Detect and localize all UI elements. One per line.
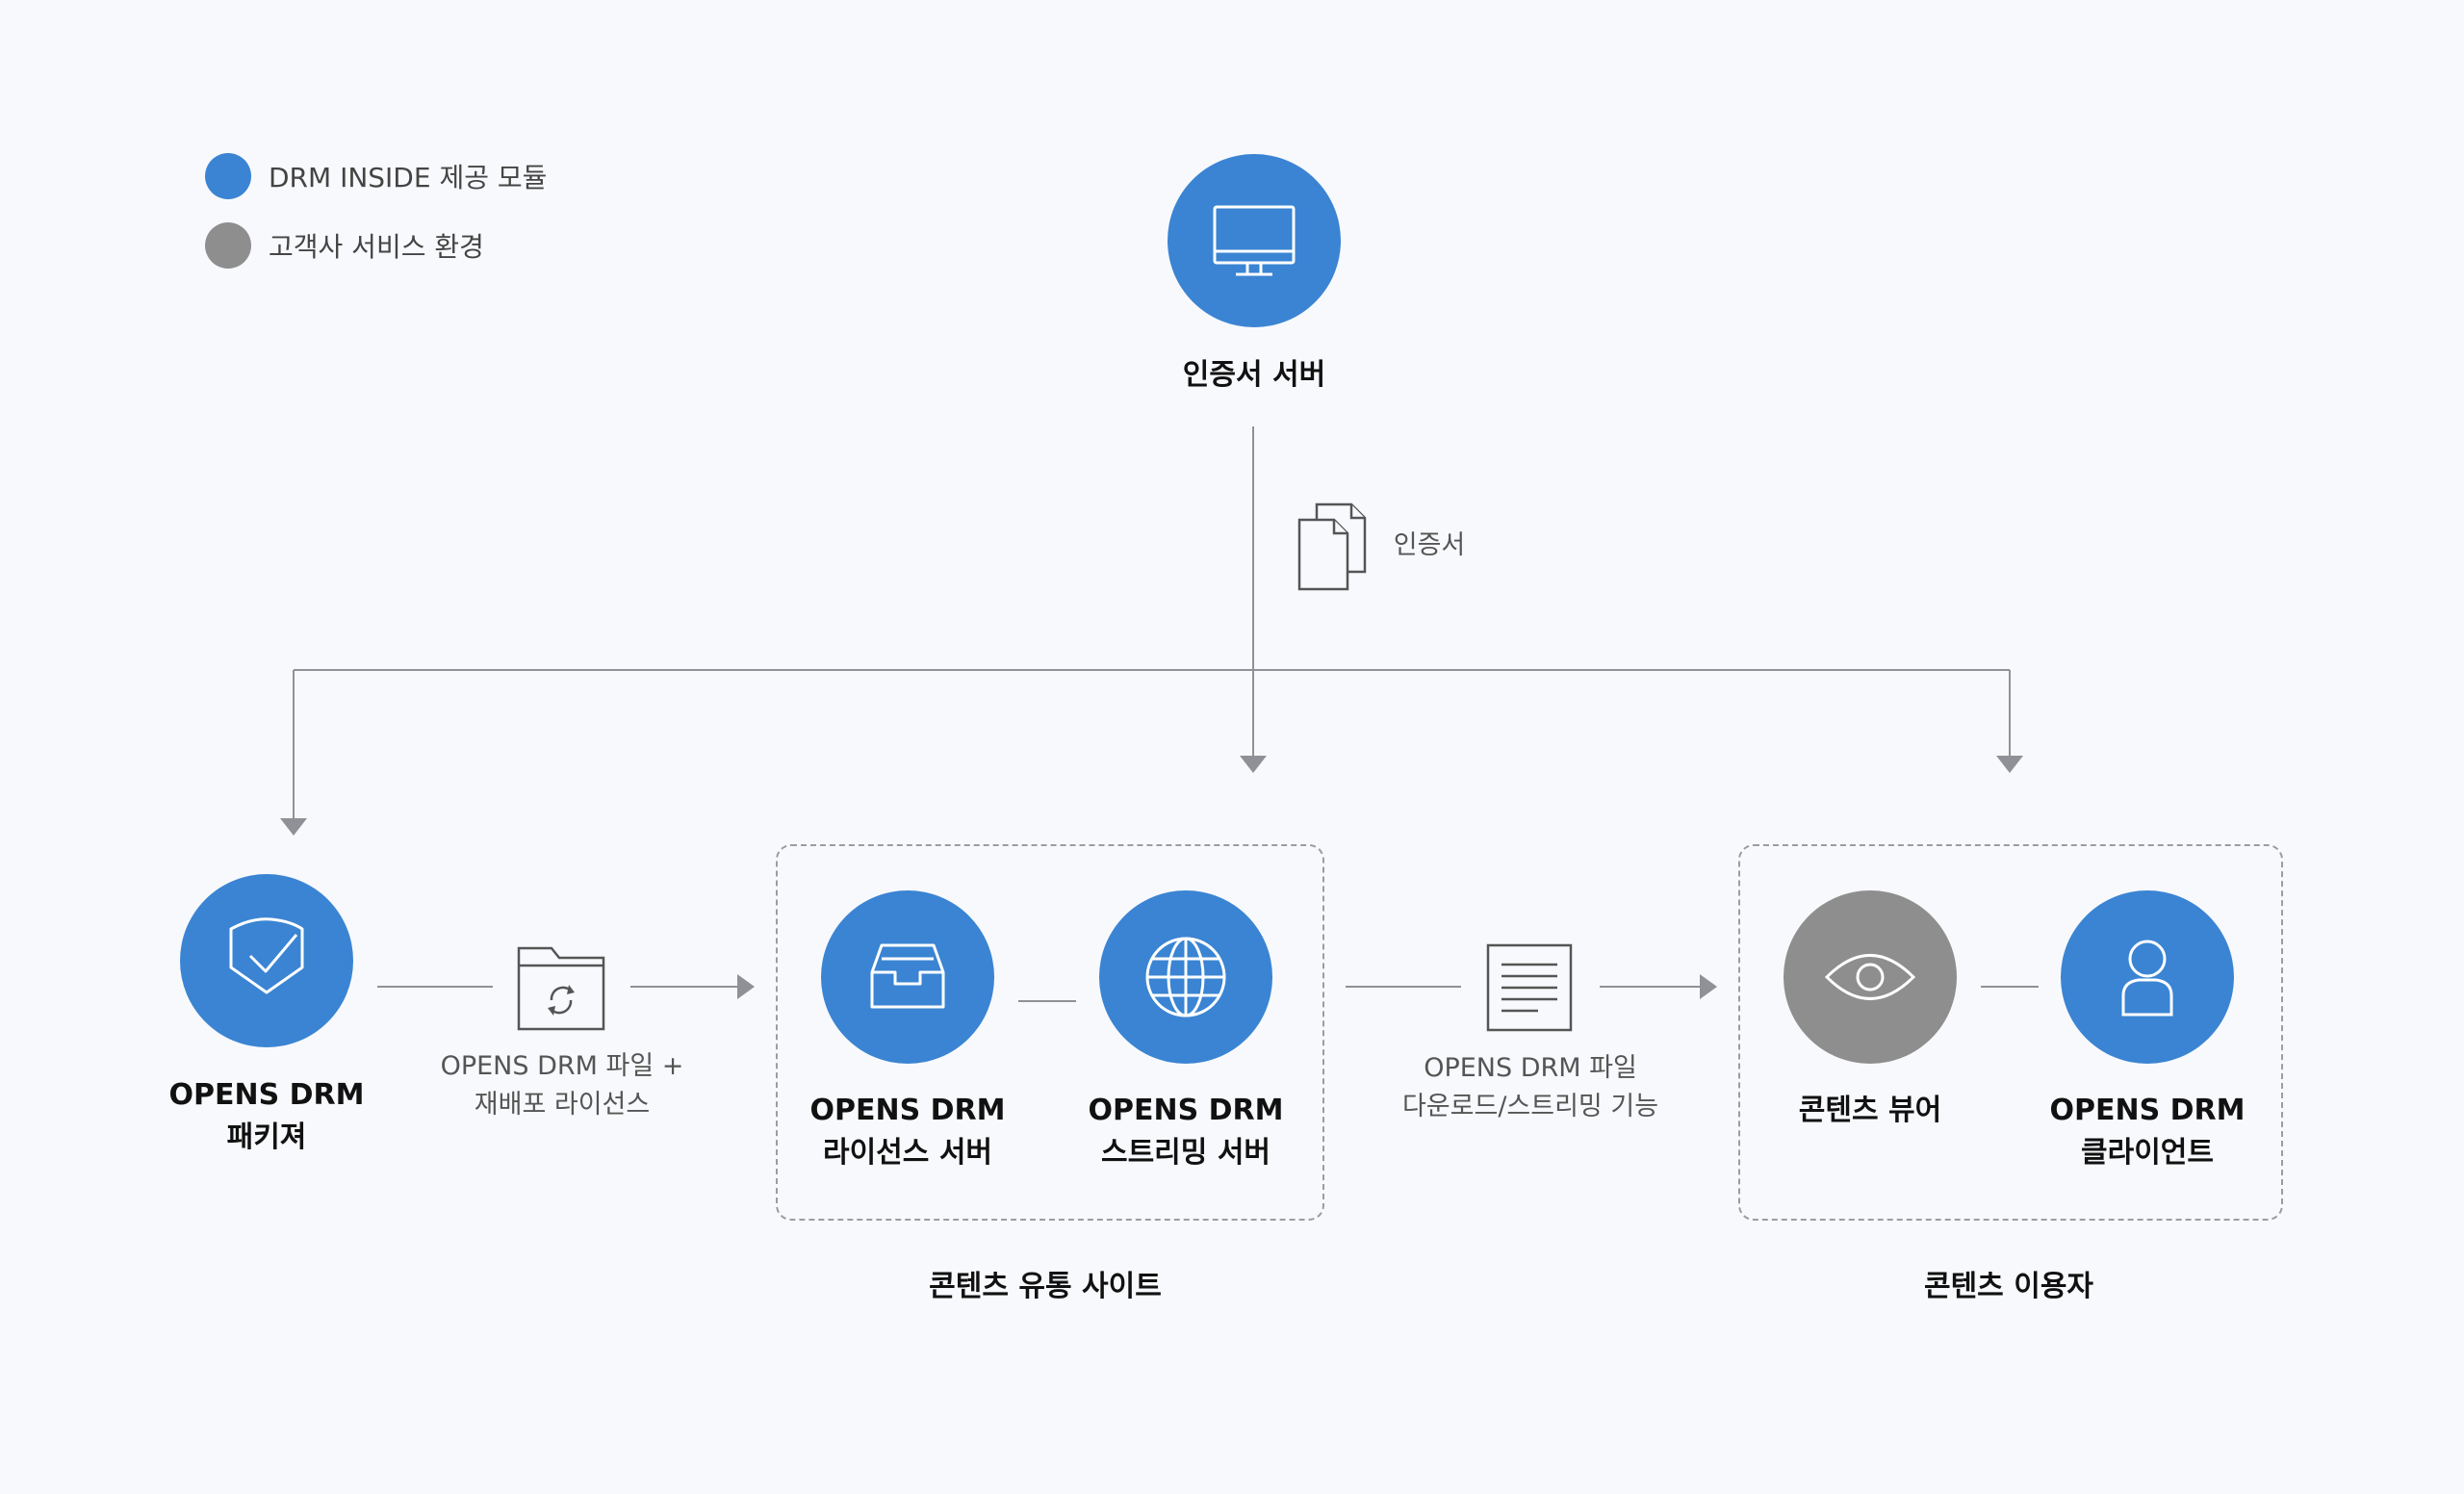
cert-server-label: 인증서 서버 [1182, 358, 1326, 392]
packager-label-line2: 패키져 [226, 1120, 307, 1154]
drm-client-label: OPENS DRM 클라이언트 [1993, 1090, 2301, 1174]
packager-node [180, 874, 353, 1047]
group-title-distribution: 콘텐츠 유통 사이트 [929, 1270, 1162, 1303]
legend-dot-blue [205, 153, 251, 199]
license-server-label: OPENS DRM 라이선스 서버 [754, 1090, 1062, 1174]
packager-label: OPENS DRM 패키져 [113, 1074, 421, 1159]
legend-text: DRM INSIDE 제공 모듈 [269, 162, 548, 193]
streaming-server-label-line1: OPENS DRM [1088, 1094, 1284, 1127]
license-server-label-line1: OPENS DRM [809, 1094, 1006, 1127]
group-title-user: 콘텐츠 이용자 [1923, 1270, 2094, 1303]
documents-icon [1297, 502, 1367, 591]
legend-text: 고객사 서비스 환경 [269, 231, 484, 263]
package-flow-line2: 재배포 라이선스 [474, 1090, 651, 1120]
legend-dot-gray [205, 222, 251, 269]
streaming-server-label: OPENS DRM 스트리밍 서버 [1032, 1090, 1340, 1174]
package-flow-label: OPENS DRM 파일 + 재배포 라이선스 [398, 1047, 726, 1124]
group-content-user [1738, 844, 2283, 1221]
arrow-down [280, 818, 307, 836]
packager-label-line1: OPENS DRM [168, 1078, 365, 1112]
arrow-down [1996, 756, 2023, 773]
shield-check-icon [229, 917, 304, 994]
arrow-right [737, 974, 755, 999]
site-to-user-flow-line1: OPENS DRM 파일 [1424, 1053, 1637, 1083]
cert-server-node [1168, 154, 1341, 327]
globe-icon [1145, 937, 1226, 1017]
inbox-tray-icon [870, 943, 945, 1009]
site-to-user-flow-label: OPENS DRM 파일 다운로드/스트리밍 기능 [1367, 1049, 1694, 1126]
legend-item-module: DRM INSIDE 제공 모듈 [205, 153, 547, 199]
eye-icon [1824, 954, 1916, 1000]
document-lines-icon [1486, 943, 1573, 1032]
content-viewer-node [1784, 890, 1957, 1064]
site-to-user-flow-line2: 다운로드/스트리밍 기능 [1401, 1092, 1659, 1121]
streaming-server-node [1099, 890, 1272, 1064]
certificate-label: 인증서 [1393, 530, 1466, 560]
user-icon [2121, 940, 2173, 1017]
drm-client-label-line2: 클라이언트 [2081, 1136, 2214, 1170]
folder-sync-icon [517, 946, 605, 1031]
license-server-label-line2: 라이선스 서버 [822, 1136, 993, 1170]
arrow-down [1240, 756, 1267, 773]
legend-item-customer: 고객사 서비스 환경 [205, 222, 484, 269]
drm-client-node [2061, 890, 2234, 1064]
content-viewer-label: 콘텐츠 뷰어 [1798, 1094, 1942, 1127]
package-flow-line1: OPENS DRM 파일 + [440, 1051, 684, 1081]
license-server-node [821, 890, 994, 1064]
group-distribution-site [776, 844, 1324, 1221]
streaming-server-label-line2: 스트리밍 서버 [1100, 1136, 1271, 1170]
monitor-icon [1213, 205, 1296, 276]
drm-client-label-line1: OPENS DRM [2049, 1094, 2246, 1127]
arrow-right [1700, 974, 1717, 999]
